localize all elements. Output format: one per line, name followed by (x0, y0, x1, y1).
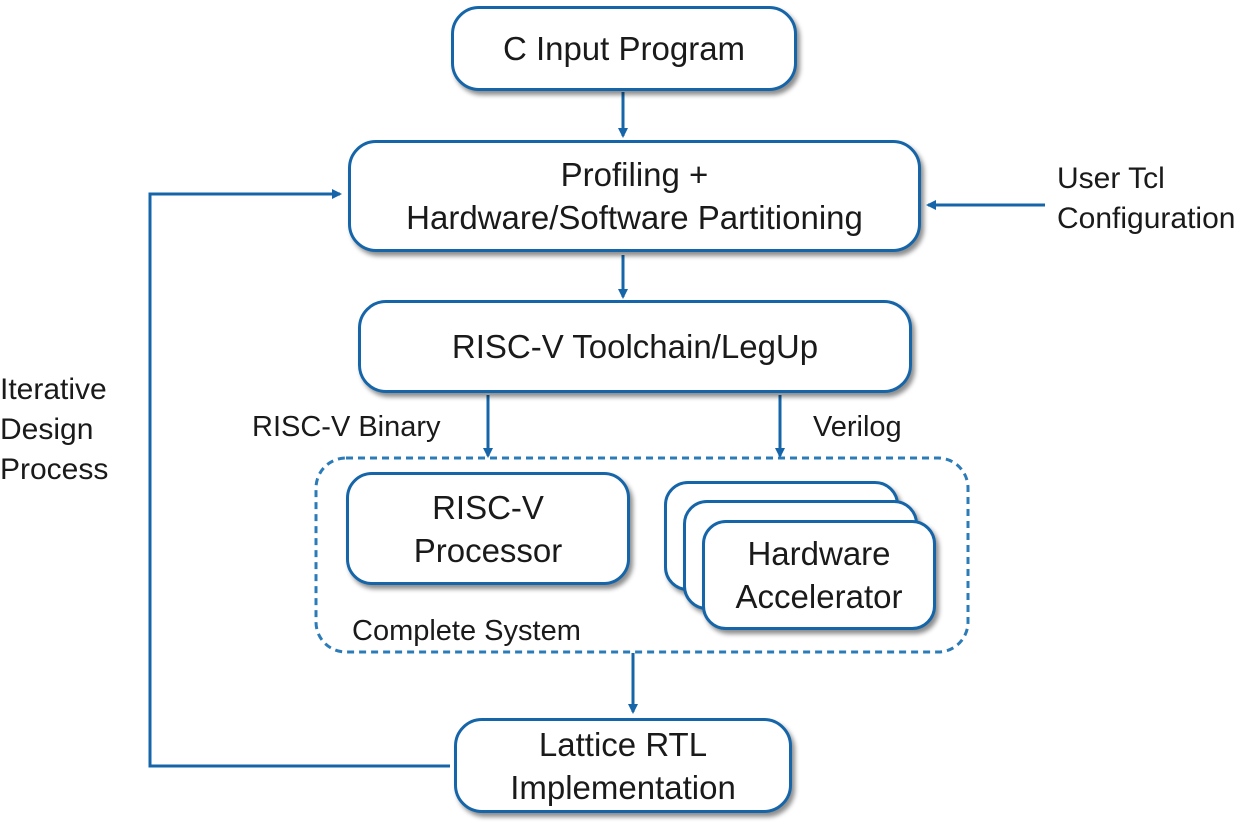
processor-label-line2: Processor (413, 531, 563, 569)
lattice-rtl-box: Lattice RTL Implementation (454, 718, 792, 813)
lattice-label-line1: Lattice RTL (538, 725, 708, 763)
hardware-accelerator-box: Hardware Accelerator (702, 520, 936, 630)
verilog-label: Verilog (813, 411, 902, 443)
lattice-label-line2: Implementation (510, 768, 736, 806)
iterative-line1: Iterative (0, 373, 107, 406)
user-tcl-line2: Configuration (1057, 202, 1236, 235)
feedback-loop-arrow (148, 189, 450, 768)
user-tcl-configuration-label: User Tcl Configuration (1057, 159, 1235, 239)
toolchain-label: RISC-V Toolchain/LegUp (451, 328, 819, 365)
iterative-line2: Design (0, 413, 94, 446)
user-tcl-line1: User Tcl (1057, 162, 1165, 195)
c-input-program-box: C Input Program (451, 6, 797, 91)
profiling-label: Profiling + (560, 156, 709, 193)
processor-label-line1: RISC-V (432, 488, 544, 526)
risc-v-binary-label: RISC-V Binary (252, 411, 441, 443)
risc-v-processor-box: RISC-V Processor (346, 472, 630, 585)
complete-system-label: Complete System (352, 615, 581, 647)
iterative-line3: Process (0, 453, 109, 486)
accelerator-label-line1: Hardware (747, 535, 891, 572)
iterative-design-process-label: Iterative Design Process (0, 370, 108, 490)
profiling-partitioning-box: Profiling + Hardware/Software Partitioni… (348, 140, 921, 252)
accelerator-label-line2: Accelerator (735, 578, 903, 615)
complete-system-group (314, 456, 970, 654)
toolchain-box: RISC-V Toolchain/LegUp (358, 300, 912, 393)
partitioning-label: Hardware/Software Partitioning (406, 199, 863, 236)
c-input-program-label: C Input Program (502, 30, 746, 67)
